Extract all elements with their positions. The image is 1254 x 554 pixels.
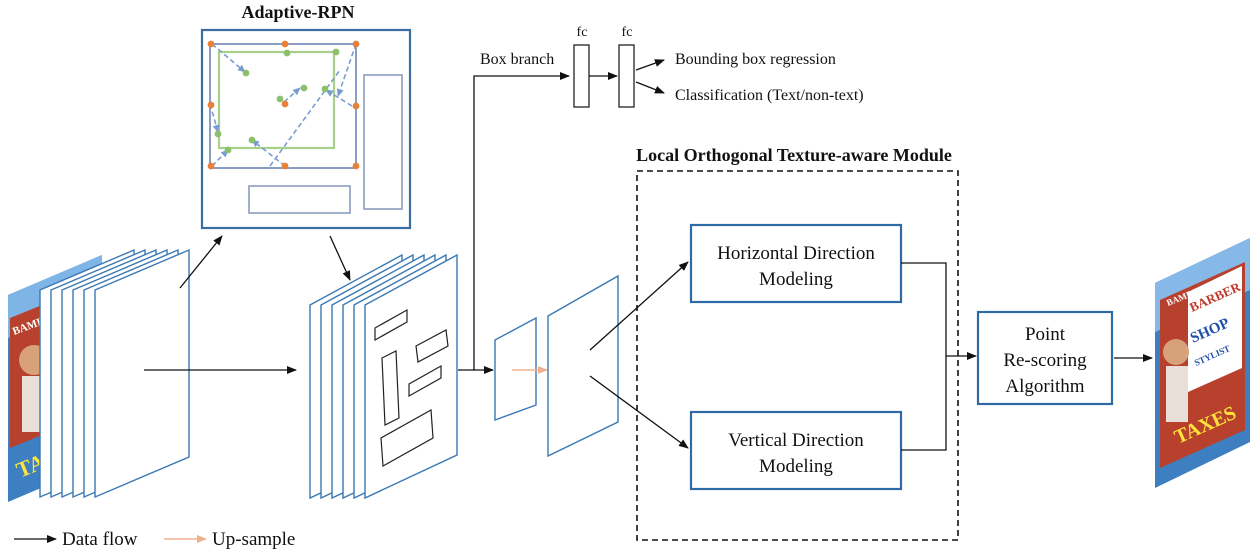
fc2-layer — [618, 44, 635, 108]
arrow-to-regression — [635, 59, 665, 71]
fc1-label: fc — [577, 25, 588, 40]
proposal-feature-stack — [309, 253, 458, 500]
lotm-title: Local Orthogonal Texture-aware Module — [636, 145, 952, 165]
arrow-backbone-to-rpn — [179, 235, 223, 289]
rescoring-line-3: Algorithm — [1005, 376, 1084, 397]
fc1-layer — [573, 44, 590, 108]
merge-line-vertical — [901, 356, 947, 451]
rpn-orange-points — [207, 40, 360, 170]
arrow-rpn-to-proposals — [329, 235, 351, 281]
merge-line-horizontal — [901, 262, 947, 356]
point-rescoring-box: Point Re-scoring Algorithm — [976, 310, 1114, 406]
horizontal-line-1: Horizontal Direction — [717, 243, 875, 264]
small-feature-map — [494, 316, 537, 422]
legend-data-flow-label: Data flow — [62, 529, 138, 550]
classification-label: Classification (Text/non-text) — [675, 87, 864, 104]
box-branch-label: Box branch — [480, 51, 554, 68]
regression-label: Bounding box regression — [675, 51, 836, 68]
proposal-boxes — [374, 308, 449, 467]
horizontal-line-2: Modeling — [759, 269, 833, 290]
adaptive-rpn-panel — [200, 28, 412, 230]
backbone-feature-stack — [39, 248, 190, 499]
output-image: BAMBOA BARBER SHOP STYLIST TAXES — [1155, 238, 1250, 488]
rpn-dashed-offsets — [209, 43, 357, 167]
legend-upsample-label: Up-sample — [212, 529, 295, 550]
arrow-to-horizontal — [589, 261, 689, 351]
upsampled-feature-map — [547, 274, 619, 458]
vertical-line-2: Modeling — [759, 456, 833, 477]
arrow-to-vertical — [589, 375, 689, 449]
fc2-label: fc — [622, 25, 633, 40]
vertical-line-1: Vertical Direction — [728, 430, 864, 451]
arrow-to-box-branch — [458, 72, 570, 371]
vertical-direction-modeling-box: Vertical Direction Modeling — [689, 410, 903, 491]
arrow-to-classification — [635, 81, 665, 94]
legend: Data flow Up-sample — [14, 529, 295, 550]
adaptive-rpn-title: Adaptive-RPN — [242, 2, 355, 22]
rescoring-line-2: Re-scoring — [1003, 350, 1087, 371]
rpn-green-points — [214, 48, 340, 154]
horizontal-direction-modeling-box: Horizontal Direction Modeling — [689, 223, 903, 304]
rescoring-line-1: Point — [1025, 324, 1066, 345]
